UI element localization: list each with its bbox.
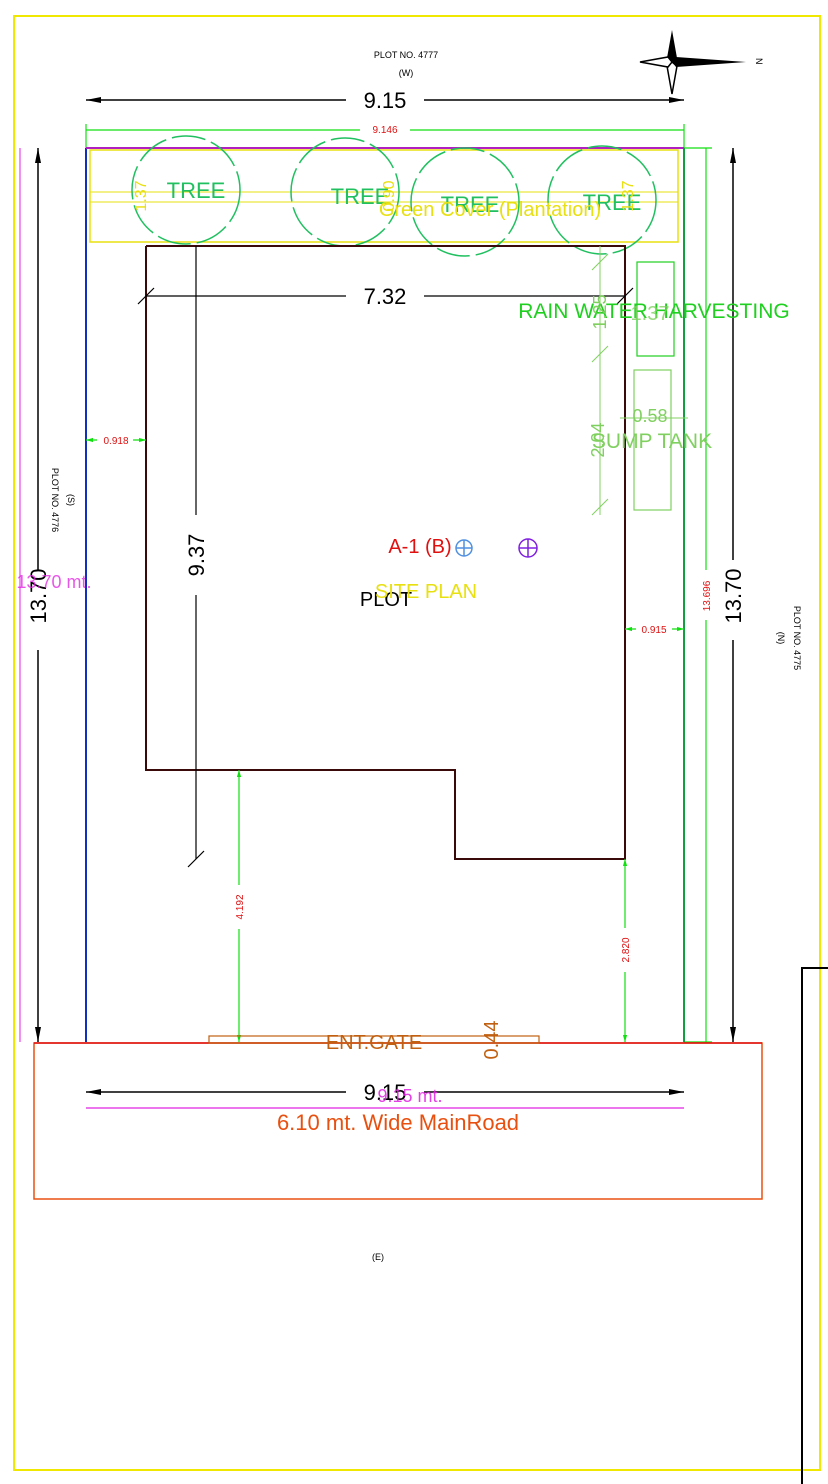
tree-dimension-left: 1.37 xyxy=(133,180,150,211)
rwh-dimension: 1.37 xyxy=(631,303,670,325)
site-plan-label: SITE PLAN xyxy=(375,581,477,603)
building-outline xyxy=(145,245,626,860)
title-block-frame xyxy=(801,967,828,1484)
magenta-left-label: 13.70 mt. xyxy=(16,572,91,592)
gate-dimension: 0.44 xyxy=(481,1021,503,1060)
svg-text:13.70: 13.70 xyxy=(721,568,746,623)
building-code-label: A-1 (B) xyxy=(388,536,451,558)
sump-tank xyxy=(633,369,672,511)
svg-text:13.70: 13.70 xyxy=(26,568,51,623)
sump-tick xyxy=(591,253,609,271)
south-plot-label: PLOT NO. 4776 xyxy=(50,468,60,532)
right-overall-dimension: 13.70 xyxy=(721,148,746,1042)
entrance-gate-label: ENT.GATE xyxy=(326,1032,422,1054)
sump-dimension-horizontal: 0.58 xyxy=(632,406,667,426)
left-setback-dimension: 0.918 xyxy=(86,434,146,447)
tree-dimension-right: 1.37 xyxy=(620,180,637,211)
svg-text:9.146: 9.146 xyxy=(372,125,397,136)
tree-icon: TREE xyxy=(410,147,520,257)
svg-text:0.918: 0.918 xyxy=(103,436,128,447)
compass-n-label: N xyxy=(754,58,764,65)
tree-icon: TREE xyxy=(290,137,400,247)
tree-icon: TREE xyxy=(131,135,241,245)
right-setback-dimension: 0.915 xyxy=(625,623,684,636)
top-inner-dimension: 9.146 xyxy=(85,123,685,148)
green-cover-label: Green Cover (Plantation) xyxy=(379,199,601,221)
building-width-dimension: 7.32 xyxy=(137,284,634,309)
entrance-gate xyxy=(208,1035,540,1044)
svg-text:13.696: 13.696 xyxy=(702,580,713,611)
north-arrow-icon xyxy=(639,30,746,95)
sump-tick xyxy=(591,345,609,363)
svg-text:9.15: 9.15 xyxy=(364,1080,407,1105)
west-direction-label: (W) xyxy=(399,68,414,78)
north-plot-label: PLOT NO. 4775 xyxy=(792,606,802,670)
svg-text:TREE: TREE xyxy=(331,184,390,209)
tree-dimension-center: 0.90 xyxy=(381,180,398,211)
tree-icon: TREE xyxy=(547,145,657,255)
svg-text:2.820: 2.820 xyxy=(621,937,632,962)
crosshair-icon xyxy=(455,539,473,557)
crosshair-icon xyxy=(518,538,538,558)
svg-text:9.15: 9.15 xyxy=(364,88,407,113)
sheet-border xyxy=(13,15,821,1471)
south-direction-label: (S) xyxy=(66,494,76,506)
front-setback-left-dimension: 4.192 xyxy=(233,770,246,1042)
svg-text:9.37: 9.37 xyxy=(184,534,209,577)
plot-label: PLOT xyxy=(360,589,412,611)
rain-water-harvesting-pit xyxy=(636,261,675,357)
west-plot-label: PLOT NO. 4777 xyxy=(374,50,438,60)
svg-text:4.192: 4.192 xyxy=(235,894,246,919)
svg-text:TREE: TREE xyxy=(167,178,226,203)
east-direction-label: (E) xyxy=(372,1252,384,1262)
sump-tick xyxy=(591,498,609,516)
svg-text:TREE: TREE xyxy=(583,190,642,215)
top-overall-dimension: 9.15 xyxy=(86,88,684,113)
bottom-overall-dimension: 9.15 xyxy=(86,1080,684,1105)
sump-tank-label: SUMP TANK xyxy=(592,430,712,453)
svg-text:7.32: 7.32 xyxy=(364,284,407,309)
magenta-bottom-label: 9.15 mt. xyxy=(377,1086,442,1106)
green-cover-area xyxy=(89,149,679,243)
north-direction-label: (N) xyxy=(776,632,786,645)
sump-dimension-vertical: 2.04 xyxy=(588,422,608,457)
right-inner-dimension: 13.696 xyxy=(684,147,713,1043)
svg-text:0.915: 0.915 xyxy=(641,625,666,636)
road-label: 6.10 mt. Wide MainRoad xyxy=(277,1110,519,1135)
rain-water-harvesting-label: RAIN WATER HARVESTING xyxy=(518,300,789,323)
building-depth-dimension: 9.37 xyxy=(184,246,209,868)
svg-text:TREE: TREE xyxy=(441,192,500,217)
left-overall-dimension: 13.70 xyxy=(26,148,51,1042)
front-setback-right-dimension: 2.820 xyxy=(619,859,632,1042)
